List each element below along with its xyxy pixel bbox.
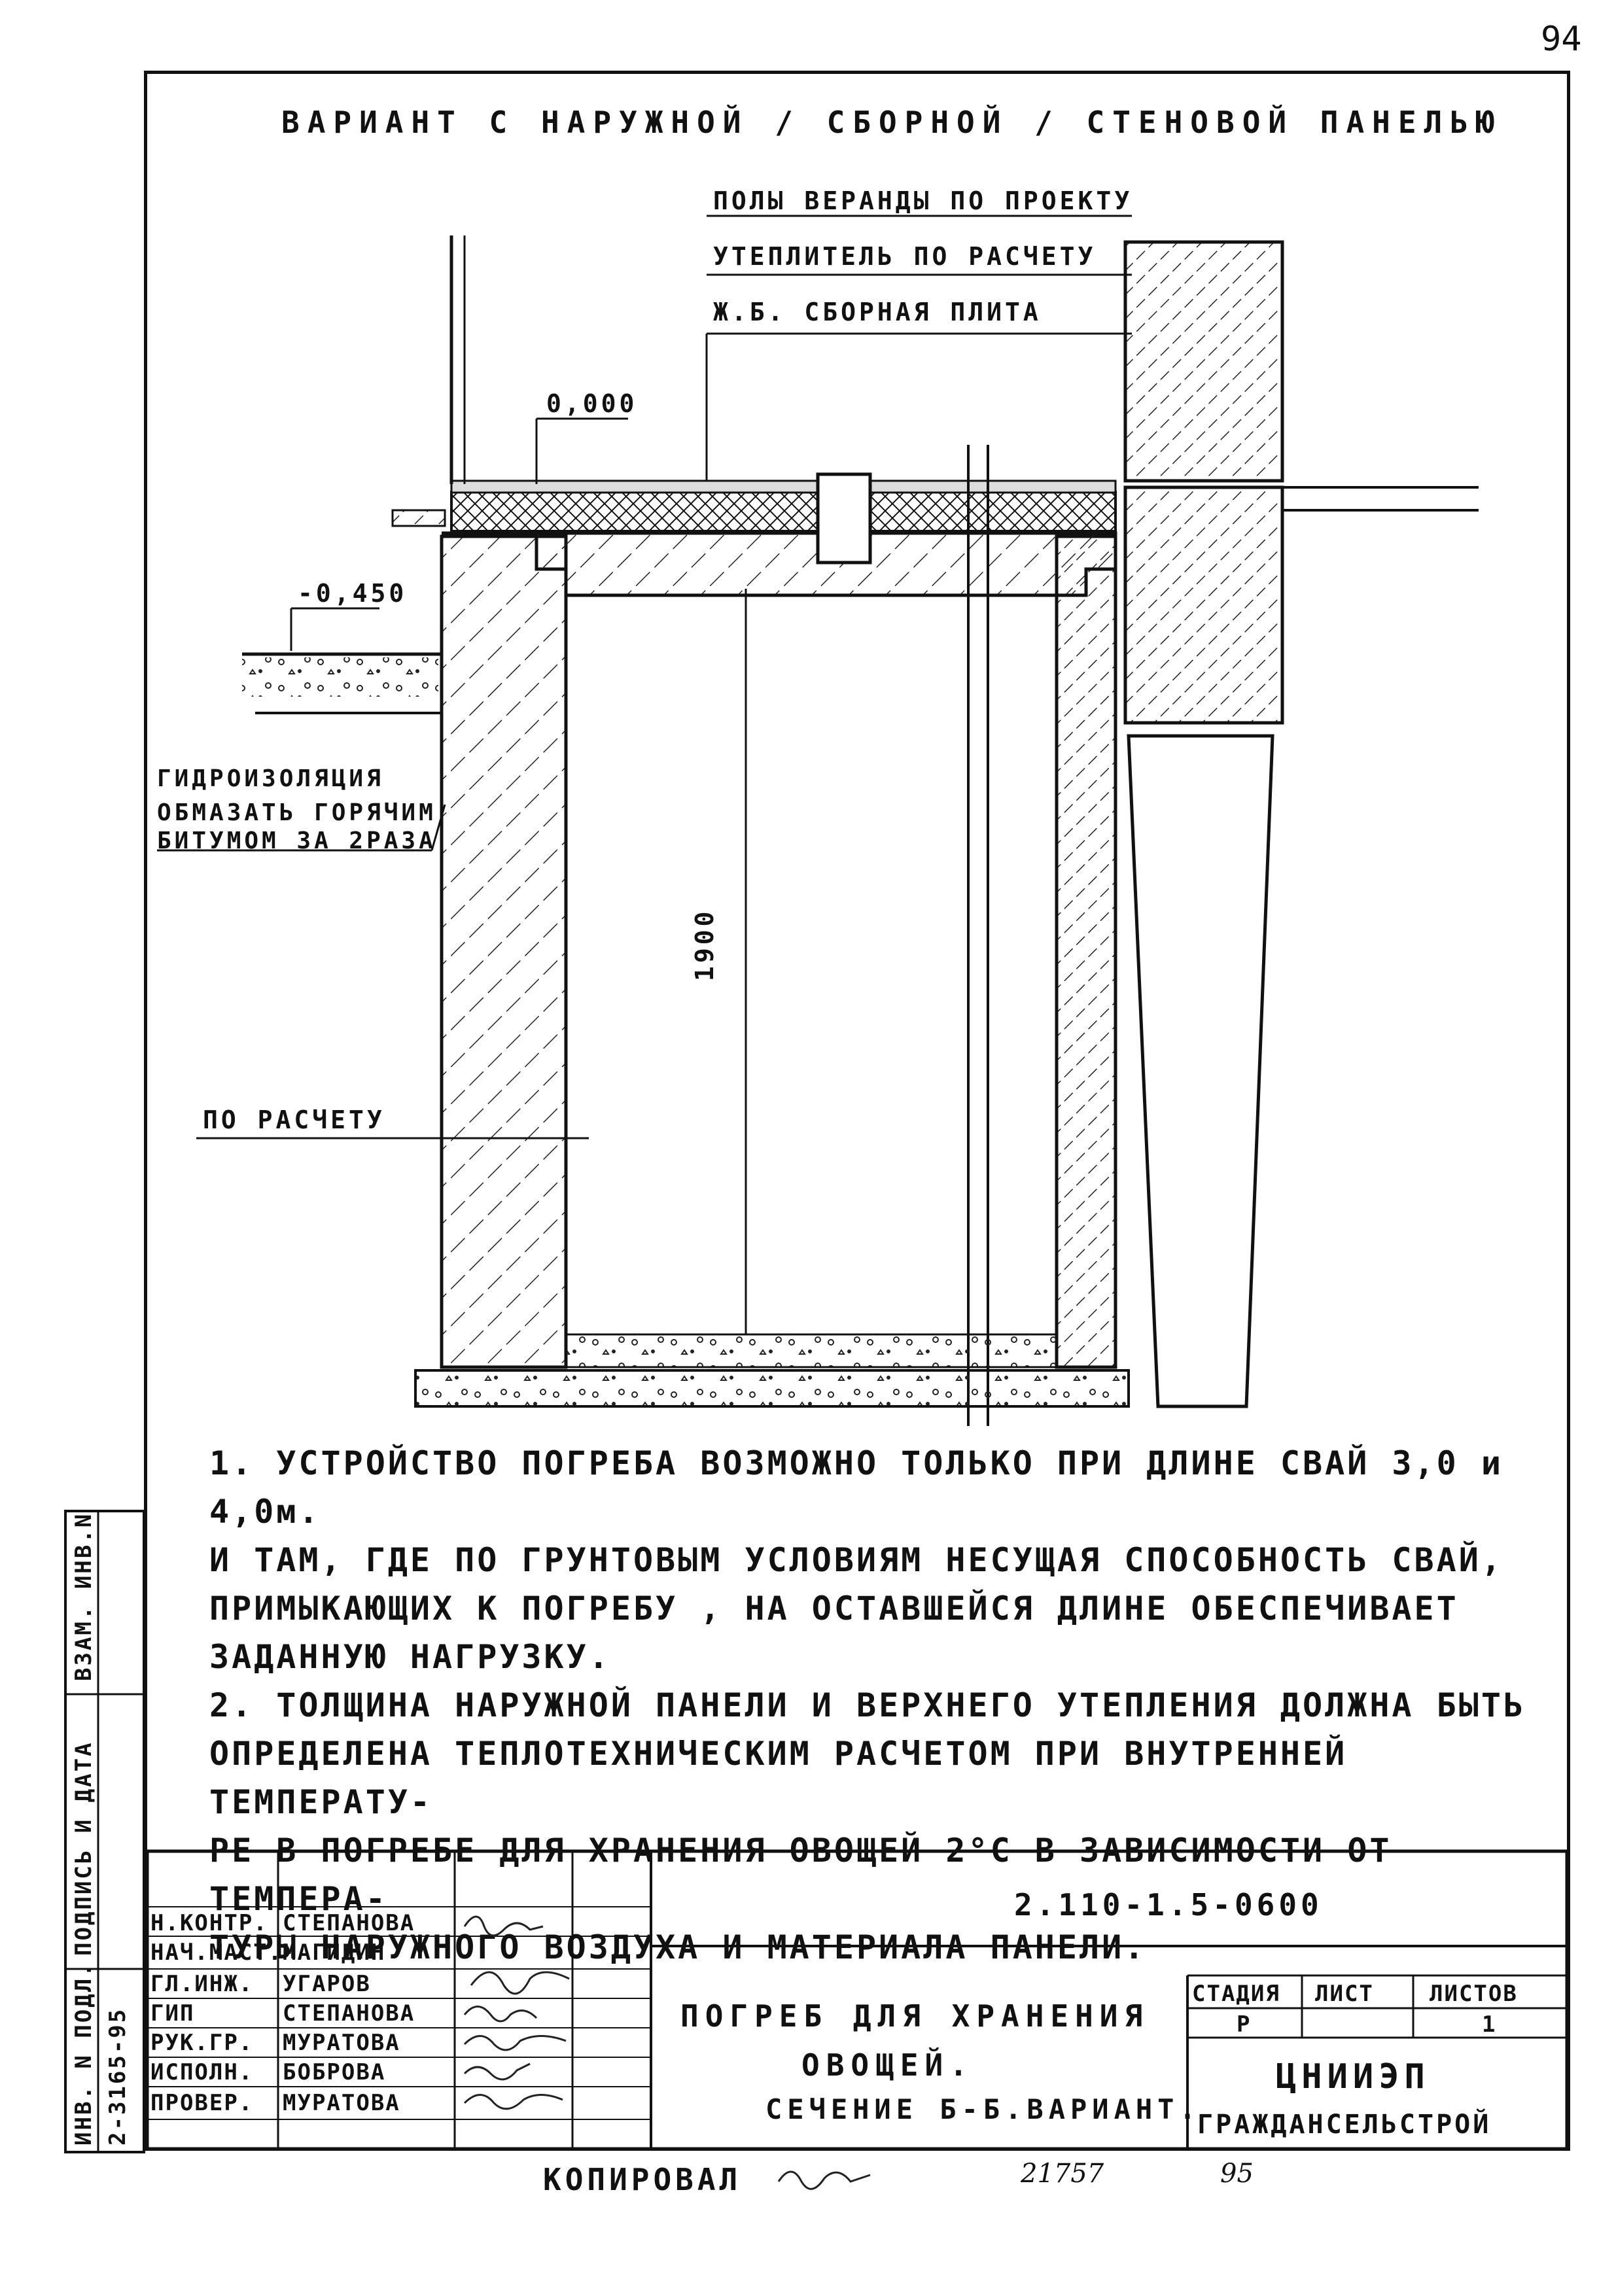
floor-fill — [565, 1333, 1058, 1368]
name-1: МАГИДИН — [283, 1939, 386, 1966]
copier-signature — [777, 2170, 871, 2190]
slab-callout: Ж.Б. СБОРНАЯ ПЛИТА — [713, 298, 1042, 326]
floor-callout: ПОЛЫ ВЕРАНДЫ ПО ПРОЕКТУ — [713, 186, 1133, 215]
drawing-title-line-1: ПОГРЕБ ДЛЯ ХРАНЕНИЯ — [680, 1998, 1150, 2034]
footer-number: 21757 — [1021, 2159, 1104, 2189]
gravel-base — [414, 1369, 1130, 1408]
column-joint — [816, 472, 872, 565]
note-2-line-2: ОПРЕДЕЛЕНА ТЕПЛОТЕХНИЧЕСКИМ РАСЧЕТОМ ПРИ… — [209, 1735, 1348, 1821]
waterproofing-label-1: ГИДРОИЗОЛЯЦИЯ — [157, 765, 384, 792]
note-1-line-3: ПРИМЫКАЮЩИХ К ПОГРЕБУ , НА ОСТАВШЕЙСЯ ДЛ… — [209, 1590, 1459, 1627]
notes: 1. УСТРОЙСТВО ПОГРЕБА ВОЗМОЖНО ТОЛЬКО ПР… — [209, 1439, 1544, 1972]
waterproofing-label-3: БИТУМОМ ЗА 2РАЗА — [157, 827, 436, 854]
drawing-title: ВАРИАНТ С НАРУЖНОЙ / СБОРНОЙ / СТЕНОВОЙ … — [281, 105, 1502, 140]
note-1-line-4: ЗАДАННУЮ НАГРУЗКУ. — [209, 1638, 611, 1676]
footer-copied: КОПИРОВАЛ — [543, 2162, 742, 2197]
role-5: ИСПОЛН. — [150, 2059, 254, 2085]
insulation-layer — [450, 491, 1117, 532]
footer-format: 95 — [1220, 2159, 1254, 2189]
note-1-line-1: 1. УСТРОЙСТВО ПОГРЕБА ВОЗМОЖНО ТОЛЬКО ПР… — [209, 1444, 1503, 1531]
org-subname: ГРАЖДАНСЕЛЬСТРОЙ — [1197, 2110, 1492, 2140]
pile — [1127, 734, 1274, 1408]
stage-label: СТАДИЯ — [1192, 1981, 1280, 2007]
note-2-line-1: 2. ТОЛЩИНА НАРУЖНОЙ ПАНЕЛИ И ВЕРХНЕГО УТ… — [209, 1686, 1526, 1724]
org-name: ЦНИИЭП — [1276, 2057, 1430, 2096]
sheet-label: ЛИСТ — [1315, 1981, 1374, 2007]
name-4: МУРАТОВА — [283, 2030, 400, 2056]
waterproofing-label-2: ОБМАЗАТЬ ГОРЯЧИМ — [157, 799, 436, 826]
name-5: БОБРОВА — [283, 2059, 386, 2085]
page-number: 94 — [1541, 20, 1582, 59]
slab — [442, 531, 1117, 597]
left-wall — [440, 534, 568, 1369]
level-zero: 0,000 — [546, 389, 638, 418]
insulation-callout: УТЕПЛИТЕЛЬ ПО РАСЧЕТУ — [713, 242, 1097, 271]
role-6: ПРОВЕР. — [150, 2090, 254, 2116]
doc-code: 2.110-1.5-0600 — [1014, 1887, 1323, 1922]
drawing-title-line-3: СЕЧЕНИЕ Б-Б.ВАРИАНТ. — [765, 2093, 1201, 2125]
outer-panel-top — [1123, 240, 1284, 483]
right-wall — [1055, 534, 1117, 1369]
floor-layer — [450, 479, 1117, 494]
role-2: ГЛ.ИНЖ. — [150, 1971, 254, 1997]
outer-panel — [1123, 485, 1284, 725]
role-0: Н.КОНТР. — [150, 1910, 268, 1936]
drawing-title-line-2: ОВОЩЕЙ. — [801, 2047, 974, 2083]
role-3: ГИП — [150, 2000, 195, 2026]
role-1: НАЧ.МАСТ. — [150, 1939, 283, 1966]
level-ground: -0,450 — [298, 579, 408, 608]
name-0: СТЕПАНОВА — [283, 1910, 415, 1936]
note-1-line-2: И ТАМ, ГДЕ ПО ГРУНТОВЫМ УСЛОВИЯМ НЕСУЩАЯ… — [209, 1541, 1503, 1579]
role-4: РУК.ГР. — [150, 2030, 254, 2056]
sheets-label: ЛИСТОВ — [1430, 1981, 1518, 2007]
signatures — [463, 1915, 570, 2110]
name-2: УГАРОВ — [283, 1971, 371, 1997]
by-calc-label: ПО РАСЧЕТУ — [203, 1105, 385, 1134]
sheets-value: 1 — [1482, 2011, 1497, 2038]
name-6: МУРАТОВА — [283, 2090, 400, 2116]
name-3: СТЕПАНОВА — [283, 2000, 415, 2026]
stage-value: Р — [1237, 2011, 1252, 2038]
